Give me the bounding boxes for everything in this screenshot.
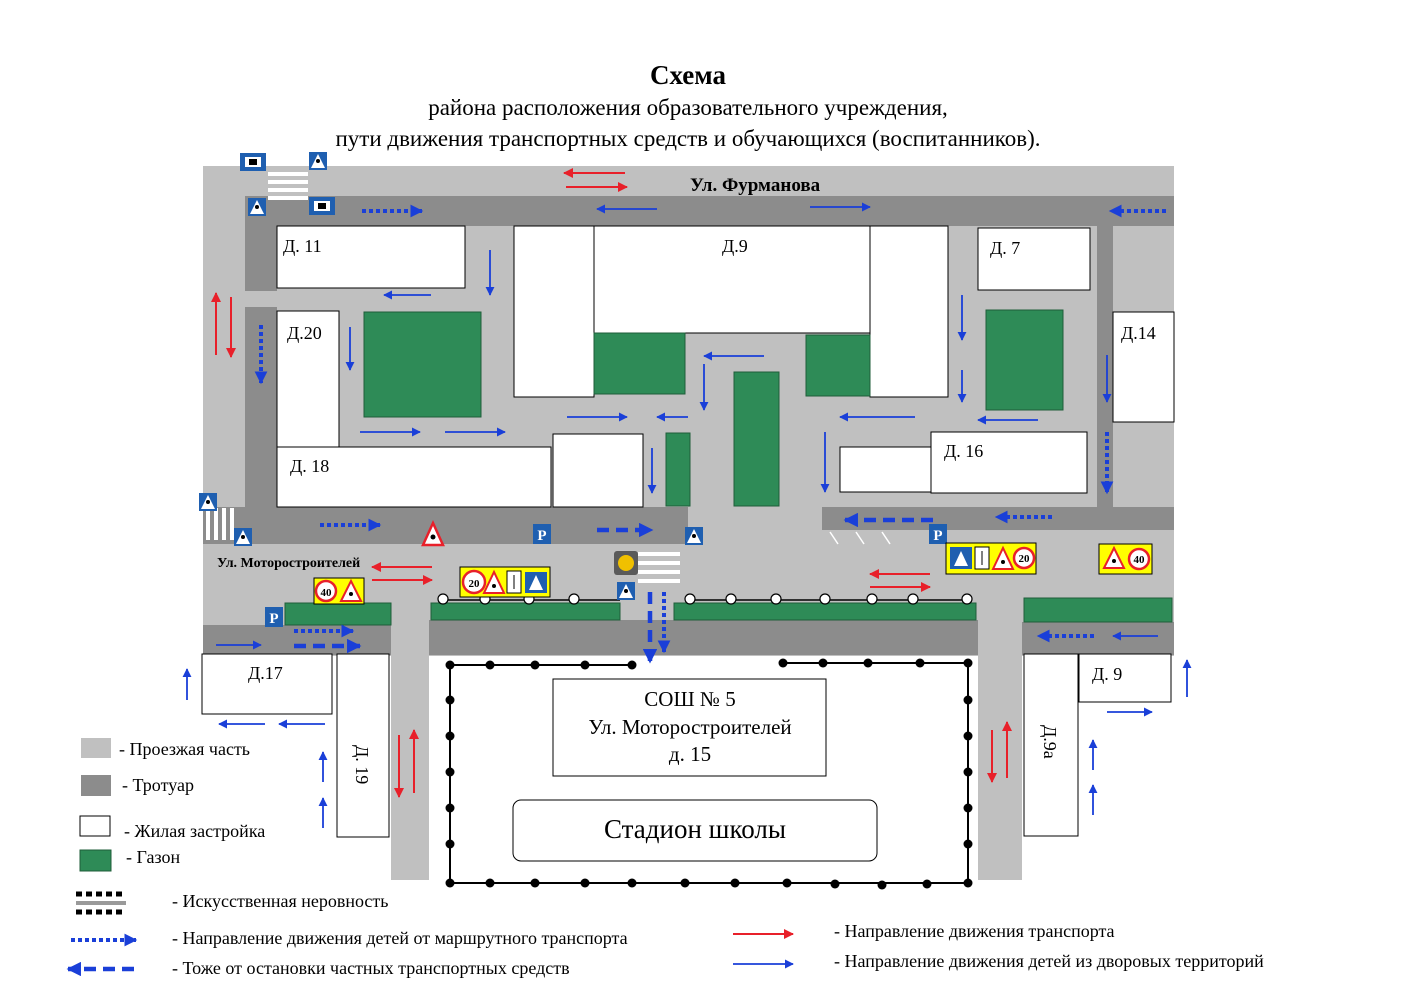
- parking-sign-icon: P: [265, 607, 283, 627]
- crosswalk-school: [638, 552, 680, 583]
- svg-text:P: P: [269, 611, 278, 627]
- street-label-motorostroiteley: Ул. Моторостроителей: [217, 556, 360, 571]
- page-subtitle-line-1: района расположения образовательного учр…: [428, 95, 948, 120]
- legend-speed-bump-label: - Искусственная неровность: [172, 891, 389, 911]
- legend-sidewalk-label: - Тротуар: [122, 775, 194, 795]
- legend-children-private-label: - Тоже от остановки частных транспортных…: [172, 958, 570, 978]
- pedestrian-crossing-sign-icon: [685, 527, 703, 545]
- bus-stop-sign-icon: [240, 153, 266, 171]
- legend: - Проезжая часть - Тротуар - Жилая застр…: [66, 738, 1264, 978]
- bus-stop-sign-icon: [309, 197, 335, 215]
- speed-limit-40-sign-group: 40: [313, 577, 365, 605]
- sidewalks: [203, 196, 1174, 655]
- building-label-d14: Д.14: [1121, 323, 1156, 343]
- speed-limit-40-value: 40: [1134, 554, 1146, 566]
- building-labels: Д. 11 Д.9 Д. 7 Д.20 Д.14 Д. 18 Д. 16 Д.1…: [248, 236, 1156, 784]
- building-label-d9-right: Д. 9: [1092, 664, 1122, 684]
- road-signs: P P P 40 20: [199, 152, 1153, 627]
- speed-limit-20-sign-group: 20: [945, 542, 1037, 575]
- children-yard-arrows: [182, 202, 1192, 828]
- legend-residential-label: - Жилая застройка: [124, 821, 265, 841]
- parking-sign-icon: P: [533, 524, 551, 544]
- street-label-furmanova: Ул. Фурманова: [690, 175, 821, 196]
- page-subtitle-line-2: пути движения транспортных средств и обу…: [335, 126, 1041, 151]
- buildings: [201, 225, 1175, 838]
- crosswalk-furmanova: [268, 172, 308, 200]
- legend-speed-bump-icon: [76, 891, 126, 915]
- building-label-d17: Д.17: [248, 663, 283, 683]
- pedestrian-crossing-sign-icon: [199, 493, 217, 511]
- crosswalk-motorostroiteley-west: [206, 508, 234, 540]
- legend-children-yards-label: - Направление движения детей из дворовых…: [834, 951, 1264, 971]
- school-building: СОШ № 5 Ул. Моторостроителей д. 15: [552, 678, 827, 777]
- svg-text:P: P: [537, 528, 546, 544]
- children-warning-sign-icon: [421, 519, 445, 547]
- speed-limit-40-value: 40: [321, 587, 333, 599]
- speed-limit-40-sign-group: 40: [1098, 543, 1153, 575]
- curb-markings: [829, 531, 891, 545]
- legend-lawn-label: - Газон: [126, 847, 180, 867]
- page-title: Схема: [649, 60, 727, 90]
- children-private-arrows: [294, 512, 933, 664]
- school-stadium: Стадион школы: [512, 799, 878, 862]
- legend-traffic-direction-label: - Направление движения транспорта: [834, 921, 1115, 941]
- speed-limit-20-value: 20: [1019, 553, 1031, 565]
- lawns: [284, 309, 1173, 626]
- stadium-label: Стадион школы: [604, 814, 786, 844]
- legend-roadway-label: - Проезжая часть: [119, 739, 250, 759]
- building-label-d19: Д. 19: [352, 745, 372, 784]
- pedestrian-crossing-sign-icon: [309, 152, 327, 170]
- school-label-line-1: СОШ № 5: [644, 687, 735, 711]
- building-label-d9-top: Д.9: [722, 236, 748, 256]
- building-label-d20: Д.20: [287, 323, 322, 343]
- building-label-d11: Д. 11: [283, 236, 322, 256]
- traffic-light-icon: [614, 551, 638, 575]
- school-fence: [445, 658, 973, 890]
- building-label-d18: Д. 18: [290, 456, 329, 476]
- speed-limit-20-value: 20: [469, 578, 481, 590]
- pedestrian-crossing-sign-icon: [234, 528, 252, 546]
- school-label-line-3: д. 15: [669, 742, 711, 766]
- pedestrian-crossing-sign-icon: [248, 198, 266, 216]
- legend-children-transit-label: - Направление движения детей от маршрутн…: [172, 928, 628, 948]
- parking-sign-icon: P: [929, 524, 947, 544]
- children-transit-arrows: [254, 204, 1166, 654]
- traffic-direction-arrows: [211, 168, 1012, 798]
- speed-limit-20-sign-group: 20: [459, 566, 551, 598]
- building-label-d7: Д. 7: [990, 238, 1020, 258]
- svg-text:P: P: [933, 528, 942, 544]
- title-block: Схема района расположения образовательно…: [0, 58, 1376, 154]
- building-label-d16: Д. 16: [944, 441, 983, 461]
- building-label-d9a: Д.9а: [1040, 725, 1060, 759]
- school-label-line-2: Ул. Моторостроителей: [588, 715, 791, 739]
- pedestrian-crossing-sign-icon: [617, 582, 635, 600]
- pedestrian-railing: [437, 593, 973, 605]
